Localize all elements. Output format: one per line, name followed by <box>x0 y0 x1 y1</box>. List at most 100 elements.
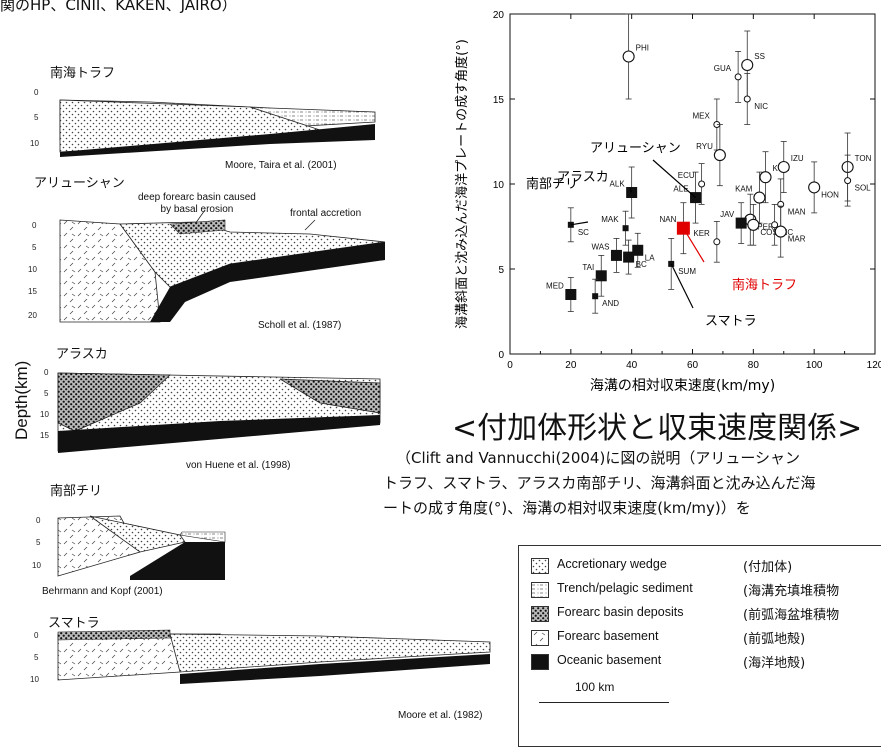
y-tick-label: 20 <box>493 10 505 21</box>
depth-tick: 5 <box>32 243 37 252</box>
y-axis-label: 海溝斜面と沈み込んだ海洋プレートの成す角度(°) <box>454 39 470 329</box>
depth-tick: 10 <box>30 675 39 684</box>
caption-line: ートの成す角度(°)、海溝の相対収束速度(km/my)）を <box>383 499 751 517</box>
section-title: スマトラ <box>48 616 100 631</box>
section-title: 南海トラフ <box>50 66 116 81</box>
citation: von Huene et al. (1998) <box>186 460 291 471</box>
data-point <box>771 221 779 229</box>
section-title: 南部チリ <box>50 484 103 499</box>
section-nankai: 南海トラフ 0 5 10 Moore, Taira et al. (2001) <box>20 62 380 177</box>
depth-tick: 5 <box>44 389 49 398</box>
point-label: NAN <box>659 215 676 224</box>
legend-label-ja: (前弧海盆堆積物 <box>743 608 840 623</box>
scale-bar-label: 100 km <box>575 680 615 694</box>
section-aleutian: アリューシャン deep forearc basin caused by bas… <box>20 172 390 342</box>
section-alaska: アラスカ 0 5 10 15 von Huene et al. (1998) <box>20 343 390 478</box>
annotation-leader <box>670 263 694 309</box>
data-point <box>595 270 607 282</box>
annotation-label: アラスカ <box>557 170 609 185</box>
x-tick-label: 80 <box>748 360 760 371</box>
annotation-leader <box>629 187 633 193</box>
point-label: ALE <box>673 185 688 194</box>
annotation-leader <box>682 227 705 263</box>
point-label: SOL <box>855 184 872 193</box>
data-point <box>690 192 702 204</box>
point-label: TAI <box>582 263 594 272</box>
cross-section-alaska: 0 5 10 15 <box>40 368 381 453</box>
x-tick-label: 0 <box>507 360 513 371</box>
depth-tick: 5 <box>34 653 39 662</box>
depth-tick: 5 <box>36 538 41 547</box>
y-tick-label: 0 <box>498 350 504 361</box>
data-point <box>668 260 675 267</box>
point-label: JAV <box>720 210 735 219</box>
point-label: KAM <box>735 185 753 194</box>
point-label: HON <box>821 190 839 199</box>
point-label: RYU <box>696 142 713 151</box>
citation: Scholl et al. (1987) <box>258 320 342 331</box>
point-label: SS <box>754 52 765 61</box>
point-label: TON <box>855 154 872 163</box>
data-point <box>632 244 644 256</box>
data-point <box>565 289 577 300</box>
annotation-leader <box>570 221 589 226</box>
annotation-label: 南海トラフ <box>732 277 797 293</box>
point-label: MED <box>546 282 564 291</box>
point-label: MAR <box>788 235 806 244</box>
x-tick-label: 100 <box>806 360 823 371</box>
annotation-label: スマトラ <box>705 314 757 329</box>
point-label: NIC <box>754 102 768 111</box>
point-label: PER <box>757 223 774 232</box>
data-point <box>713 238 721 246</box>
point-label: LA <box>645 253 655 262</box>
legend-label: Accretionary wedge <box>557 557 667 571</box>
x-tick-label: 20 <box>565 360 577 371</box>
data-point <box>741 58 754 72</box>
data-point <box>808 181 821 194</box>
point-label: ECU <box>678 171 695 180</box>
legend-label-ja: (付加体) <box>743 560 793 575</box>
depth-tick: 5 <box>34 113 39 122</box>
depth-tick: 20 <box>28 311 37 320</box>
legend-label-ja: (海溝充填堆積物 <box>743 584 840 599</box>
cross-section-nankai: 0 5 10 <box>30 88 376 157</box>
data-point <box>743 95 751 103</box>
depth-tick: 10 <box>28 265 37 274</box>
header-fragment: 関のHP、CINII、KAKEN、JAIRO） <box>0 0 237 14</box>
point-label: COS <box>760 228 777 237</box>
data-point <box>610 249 622 261</box>
citation: Moore, Taira et al. (2001) <box>225 160 337 171</box>
point-label: SUM <box>678 267 696 276</box>
annotation-basal-erosion: deep forearc basin caused by basal erosi… <box>138 192 256 215</box>
citation: Moore et al. (1982) <box>398 710 483 721</box>
data-point <box>734 73 742 81</box>
citation: Behrmann and Kopf (2001) <box>42 586 163 597</box>
x-axis-label: 海溝の相対収束速度(km/my) <box>590 378 775 394</box>
data-point <box>626 187 638 198</box>
depth-tick: 0 <box>34 88 39 97</box>
depth-tick: 0 <box>34 631 39 640</box>
point-label: AND <box>602 299 619 308</box>
point-label: GUA <box>714 64 732 73</box>
section-chile: 南部チリ 0 5 10 Behrmann and Kopf (2001) <box>20 480 250 600</box>
legend-label-ja: (前弧地殻) <box>743 632 806 647</box>
depth-tick: 10 <box>32 561 41 570</box>
depth-tick: 15 <box>28 287 37 296</box>
y-tick-label: 15 <box>493 95 505 106</box>
point-label: PHI <box>636 44 649 53</box>
data-point <box>774 225 787 238</box>
depth-tick: 0 <box>32 221 37 230</box>
data-point <box>747 218 760 231</box>
depth-tick: 0 <box>36 516 41 525</box>
cross-section-sumatra: 0 5 10 <box>30 629 491 684</box>
section-title: アリューシャン <box>34 176 125 191</box>
oceanic-basement <box>60 124 375 157</box>
depth-tick: 10 <box>40 410 49 419</box>
data-point <box>844 177 852 185</box>
legend-label: Forearc basement <box>557 629 659 643</box>
point-label: WAS <box>592 242 610 251</box>
depth-tick: 0 <box>44 368 49 377</box>
section-sumatra: スマトラ 0 5 10 Moore et al. (1982) <box>20 612 520 725</box>
depth-tick: 10 <box>30 139 39 148</box>
